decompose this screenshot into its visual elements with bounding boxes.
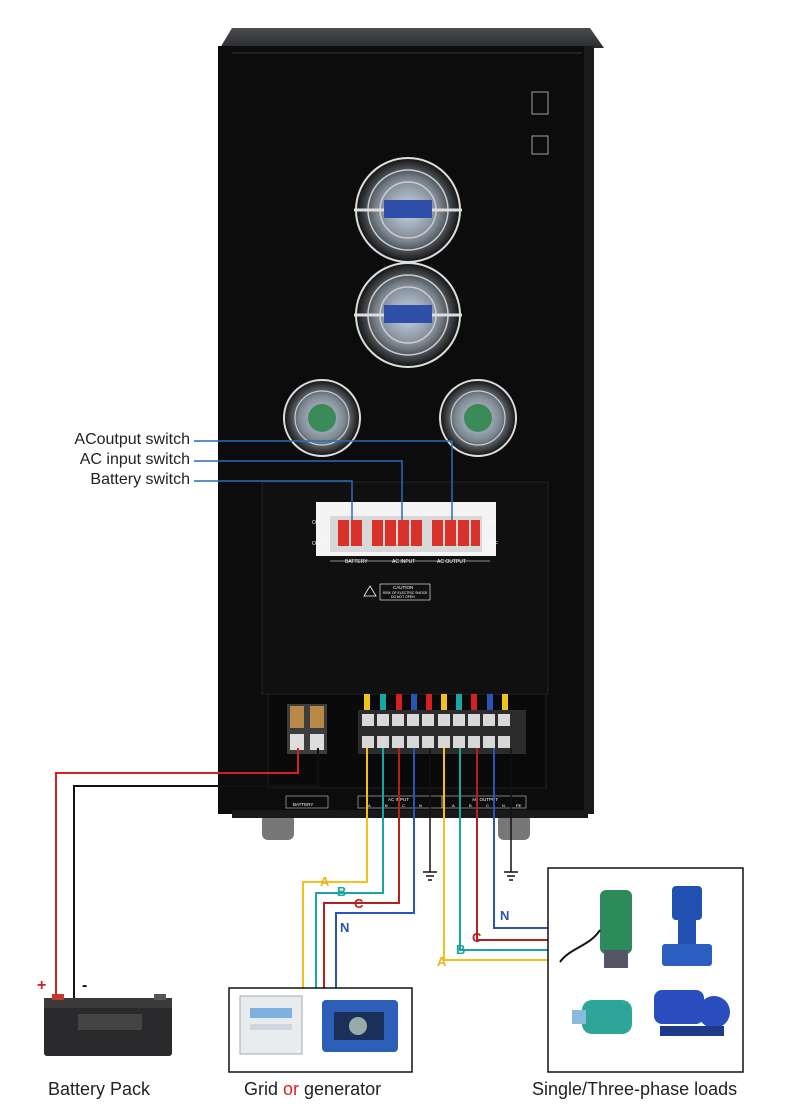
electric-motor-icon: [572, 1000, 632, 1034]
caster-left: [262, 814, 294, 840]
fan-small-left: [283, 379, 361, 457]
svg-text:PE: PE: [516, 803, 522, 808]
caption-loads: Single/Three-phase loads: [532, 1079, 738, 1099]
input-wire-n: [335, 748, 415, 990]
rs485-port: [531, 135, 549, 155]
svg-text:BATTERY: BATTERY: [293, 802, 313, 807]
wire-label-input-c: C: [354, 896, 364, 911]
input-wire-a: [302, 748, 368, 990]
svg-text:N: N: [502, 803, 505, 808]
caption-battery-pack: Battery Pack: [48, 1079, 151, 1099]
callout-line-ac-output: [194, 440, 453, 520]
wire-label-input-b: B: [337, 884, 346, 899]
wire-label-output-a: A: [437, 954, 447, 969]
output-wire-c: [476, 748, 548, 941]
distribution-box-icon: [250, 1008, 292, 1018]
output-wire-a: [443, 748, 548, 961]
breaker-panel: ON OFF ON OFF BATTERY AC INPUT AC OUTPUT: [312, 502, 498, 565]
ac-terminal-block: [358, 694, 526, 754]
breaker-label-ac-input: AC INPUT: [392, 559, 415, 565]
input-wire-b: [315, 748, 384, 990]
svg-text:A: A: [368, 803, 371, 808]
output-wire-b: [459, 748, 548, 951]
svg-text:DO NOT OPEN: DO NOT OPEN: [391, 595, 415, 599]
fan-small-right: [439, 379, 517, 457]
battery-negative-wire: [73, 748, 319, 1000]
caption-grid: Grid: [244, 1079, 284, 1099]
callout-ac-input-switch: AC input switch: [79, 451, 190, 468]
svg-text:N: N: [419, 803, 422, 808]
centrifugal-pump-icon: [654, 990, 730, 1036]
svg-text:RISK OF ELECTRIC SHOCK: RISK OF ELECTRIC SHOCK: [383, 591, 428, 595]
callout-lines: [194, 440, 453, 520]
wire-label-output-n: N: [500, 908, 509, 923]
svg-text:B: B: [385, 803, 388, 808]
caption-grid-or-generator: Grid or generator: [244, 1079, 381, 1100]
loads-box: [547, 867, 744, 1073]
callout-line-battery: [194, 480, 353, 520]
wire-label-output-b: B: [456, 942, 465, 957]
battery-plus-sign: +: [37, 977, 46, 994]
svg-text:AC OUTPUT: AC OUTPUT: [472, 797, 498, 802]
callout-battery-switch: Battery switch: [90, 471, 190, 488]
battery-minus-sign: -: [82, 977, 87, 994]
caster-right: [498, 814, 530, 840]
breaker-on-left: ON: [312, 520, 320, 526]
ground-icon: [423, 748, 437, 881]
battery-positive-wire: [55, 748, 299, 1000]
caption-generator: generator: [299, 1079, 382, 1099]
input-wire-c: [323, 748, 400, 990]
callout-ac-output-switch: ACoutput switch: [74, 431, 190, 448]
inline-pump-icon: [662, 886, 712, 966]
svg-text:CAUTION: CAUTION: [393, 585, 413, 590]
breaker-on-right: ON: [488, 520, 496, 526]
battery-terminals: [287, 704, 327, 754]
breaker-off-left: OFF: [312, 541, 322, 547]
svg-text:C: C: [486, 803, 489, 808]
callout-line-ac-input: [194, 460, 403, 520]
submersible-pump-icon: [559, 890, 632, 968]
wire-label-input-n: N: [340, 920, 349, 935]
ground-icon: [504, 748, 518, 881]
grid-generator-box: [228, 987, 413, 1073]
caption-or: or: [283, 1079, 300, 1099]
svg-text:C: C: [402, 803, 405, 808]
svg-text:B: B: [469, 803, 472, 808]
fan-large-top: [354, 157, 462, 263]
fan-large-bottom: [354, 262, 462, 368]
breaker-label-battery: BATTERY: [345, 559, 368, 565]
caution-label: CAUTION RISK OF ELECTRIC SHOCK DO NOT OP…: [363, 583, 431, 601]
output-wire-n: [493, 748, 548, 929]
breaker-off-right: OFF: [488, 541, 498, 547]
rs232-port: [531, 91, 549, 115]
svg-text:A: A: [452, 803, 455, 808]
wire-label-input-a: A: [320, 874, 330, 889]
battery-pack-icon: [44, 994, 172, 1056]
breaker-label-ac-output: AC OUTPUT: [437, 559, 466, 565]
wire-label-output-c: C: [472, 930, 482, 945]
